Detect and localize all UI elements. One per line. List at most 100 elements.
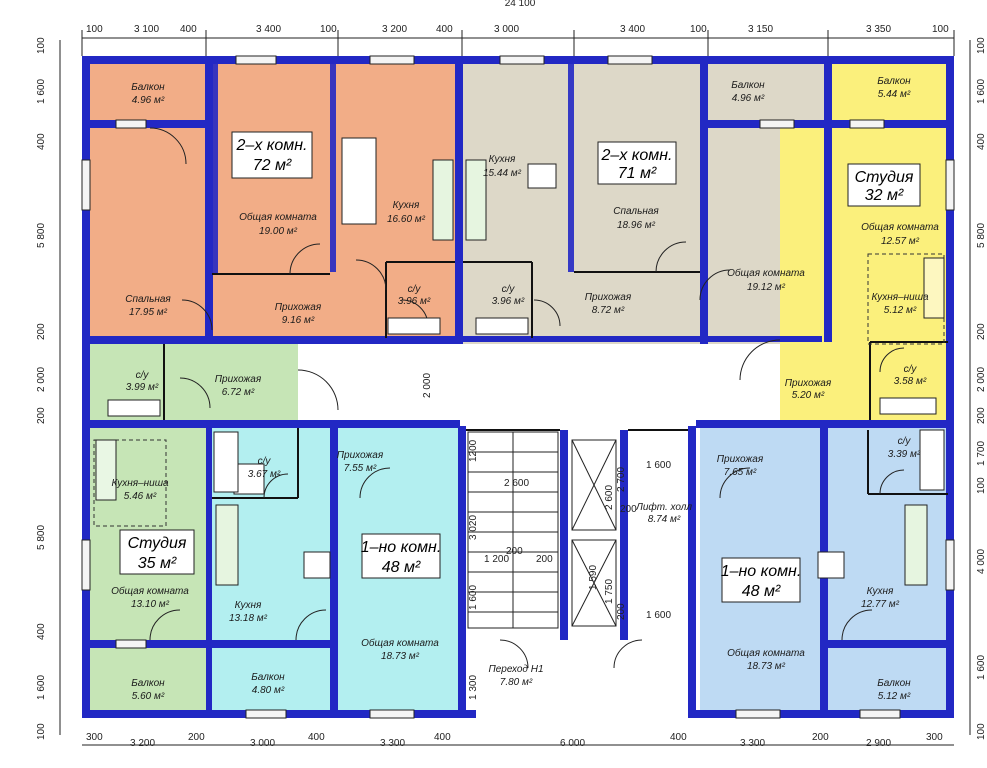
- room-name: Балкон: [731, 80, 765, 91]
- apartment-area: 71 м²: [618, 165, 657, 182]
- internal-dim: 1 590: [588, 565, 599, 590]
- top-dim: 3 200: [382, 24, 407, 35]
- room-area: 12.77 м²: [861, 599, 900, 610]
- room-area: 19.12 м²: [747, 282, 786, 293]
- apartment-name: 2–х комн.: [601, 147, 673, 164]
- room-name: Прихожая: [785, 378, 832, 389]
- left-dim: 400: [36, 133, 47, 150]
- left-dim: 400: [36, 623, 47, 640]
- room-area: 7.65 м²: [724, 467, 757, 478]
- left-dim: 5 800: [36, 223, 47, 248]
- bottom-dim: 400: [308, 732, 325, 743]
- room-area: 4.80 м²: [252, 685, 285, 696]
- right-dim: 100: [976, 477, 987, 494]
- room-area: 5.60 м²: [132, 691, 165, 702]
- room-name: Прихожая: [275, 302, 322, 313]
- furniture: [95, 137, 945, 586]
- room-area: 18.73 м²: [747, 661, 786, 672]
- room-name: Кухня–ниша: [111, 478, 169, 489]
- room-name: Переход Н1: [488, 664, 543, 675]
- room-name: с/у: [898, 436, 912, 447]
- room-name: Кухня: [235, 600, 262, 611]
- room-name: Прихожая: [215, 374, 262, 385]
- apartment-titles: 2–х комн. 72 м² 2–х комн. 71 м² Студия 3…: [119, 131, 921, 603]
- internal-dim: 200: [506, 546, 523, 557]
- left-dim: 200: [36, 407, 47, 424]
- top-dim: 3 100: [134, 24, 159, 35]
- dimension-lines: [59, 30, 971, 746]
- right-dim: 100: [976, 723, 987, 740]
- room-name: Общая комната: [361, 637, 439, 649]
- top-dim: 3 150: [748, 24, 773, 35]
- internal-dim: 3 020: [468, 515, 479, 540]
- room-name: Балкон: [877, 76, 911, 87]
- internal-dim: 1 200: [484, 554, 509, 565]
- apartment-title-box: [231, 131, 313, 179]
- room-name: Общая комната: [111, 585, 189, 597]
- bottom-dim: 400: [434, 732, 451, 743]
- top-dim: 3 400: [620, 24, 645, 35]
- room-name: Прихожая: [717, 454, 764, 465]
- right-dim: 1 600: [976, 655, 987, 680]
- bottom-dim: 400: [670, 732, 687, 743]
- bottom-dim: 3 300: [740, 738, 765, 749]
- internal-dim: 1200: [468, 439, 479, 462]
- room-area: 6.72 м²: [222, 387, 255, 398]
- right-dim: 200: [976, 323, 987, 340]
- right-dim: 200: [976, 407, 987, 424]
- apartment-title-box: [361, 533, 441, 579]
- room-area: 4.96 м²: [132, 95, 165, 106]
- top-dim: 100: [932, 24, 949, 35]
- room-name: с/у: [502, 284, 516, 295]
- room-name: Кухня: [867, 586, 894, 597]
- internal-dim: 1 600: [646, 610, 671, 621]
- room-area: 5.46 м²: [124, 491, 157, 502]
- left-dim: 100: [36, 723, 47, 740]
- apartment-title-box: [119, 529, 195, 575]
- top-dim: 3 000: [494, 24, 519, 35]
- bottom-dim: 200: [188, 732, 205, 743]
- right-dim: 100: [976, 37, 987, 54]
- room-area: 17.95 м²: [129, 307, 168, 318]
- windows: [81, 55, 955, 719]
- right-dimensions: 100 1 600 400 5 800 200 2 000 200 1 700 …: [976, 37, 987, 740]
- bottom-dim: 3 300: [380, 738, 405, 749]
- room-name: Общая комната: [727, 267, 805, 279]
- top-dim: 100: [86, 24, 103, 35]
- room-name: Спальная: [613, 206, 659, 217]
- left-dim: 2 000: [36, 367, 47, 392]
- internal-dim: 200: [616, 603, 627, 620]
- apartment-area: 72 м²: [253, 157, 292, 174]
- top-dim: 400: [436, 24, 453, 35]
- room-area: 3.58 м²: [894, 376, 927, 387]
- room-area: 16.60 м²: [387, 214, 426, 225]
- room-area: 3.67 м²: [248, 469, 281, 480]
- internal-dim: 200: [620, 504, 637, 515]
- room-name: Общая комната: [861, 221, 939, 233]
- apartment-name: Студия: [128, 535, 187, 552]
- left-dim: 5 800: [36, 525, 47, 550]
- room-name: Кухня: [393, 200, 420, 211]
- left-dim: 1 600: [36, 79, 47, 104]
- room-area: 5.44 м²: [878, 89, 911, 100]
- room-area: 3.99 м²: [126, 382, 159, 393]
- room-name: с/у: [904, 364, 918, 375]
- apartment-area: 48 м²: [742, 583, 781, 600]
- room-area: 3.96 м²: [492, 296, 525, 307]
- top-dim: 3 400: [256, 24, 281, 35]
- apartment-area: 35 м²: [138, 555, 177, 572]
- room-name: Прихожая: [585, 292, 632, 303]
- top-dim: 100: [320, 24, 337, 35]
- internal-dim: 1 600: [646, 460, 671, 471]
- internal-dim: 2 600: [504, 478, 529, 489]
- room-area: 19.00 м²: [259, 226, 298, 237]
- room-area: 8.74 м²: [648, 514, 681, 525]
- right-dim: 1 600: [976, 79, 987, 104]
- apartment-name: 1–но комн.: [361, 539, 442, 556]
- room-area: 7.55 м²: [344, 463, 377, 474]
- apartment-name: 2–х комн.: [236, 137, 308, 154]
- right-dim: 2 000: [976, 367, 987, 392]
- room-name: Прихожая: [337, 450, 384, 461]
- room-name: с/у: [136, 370, 150, 381]
